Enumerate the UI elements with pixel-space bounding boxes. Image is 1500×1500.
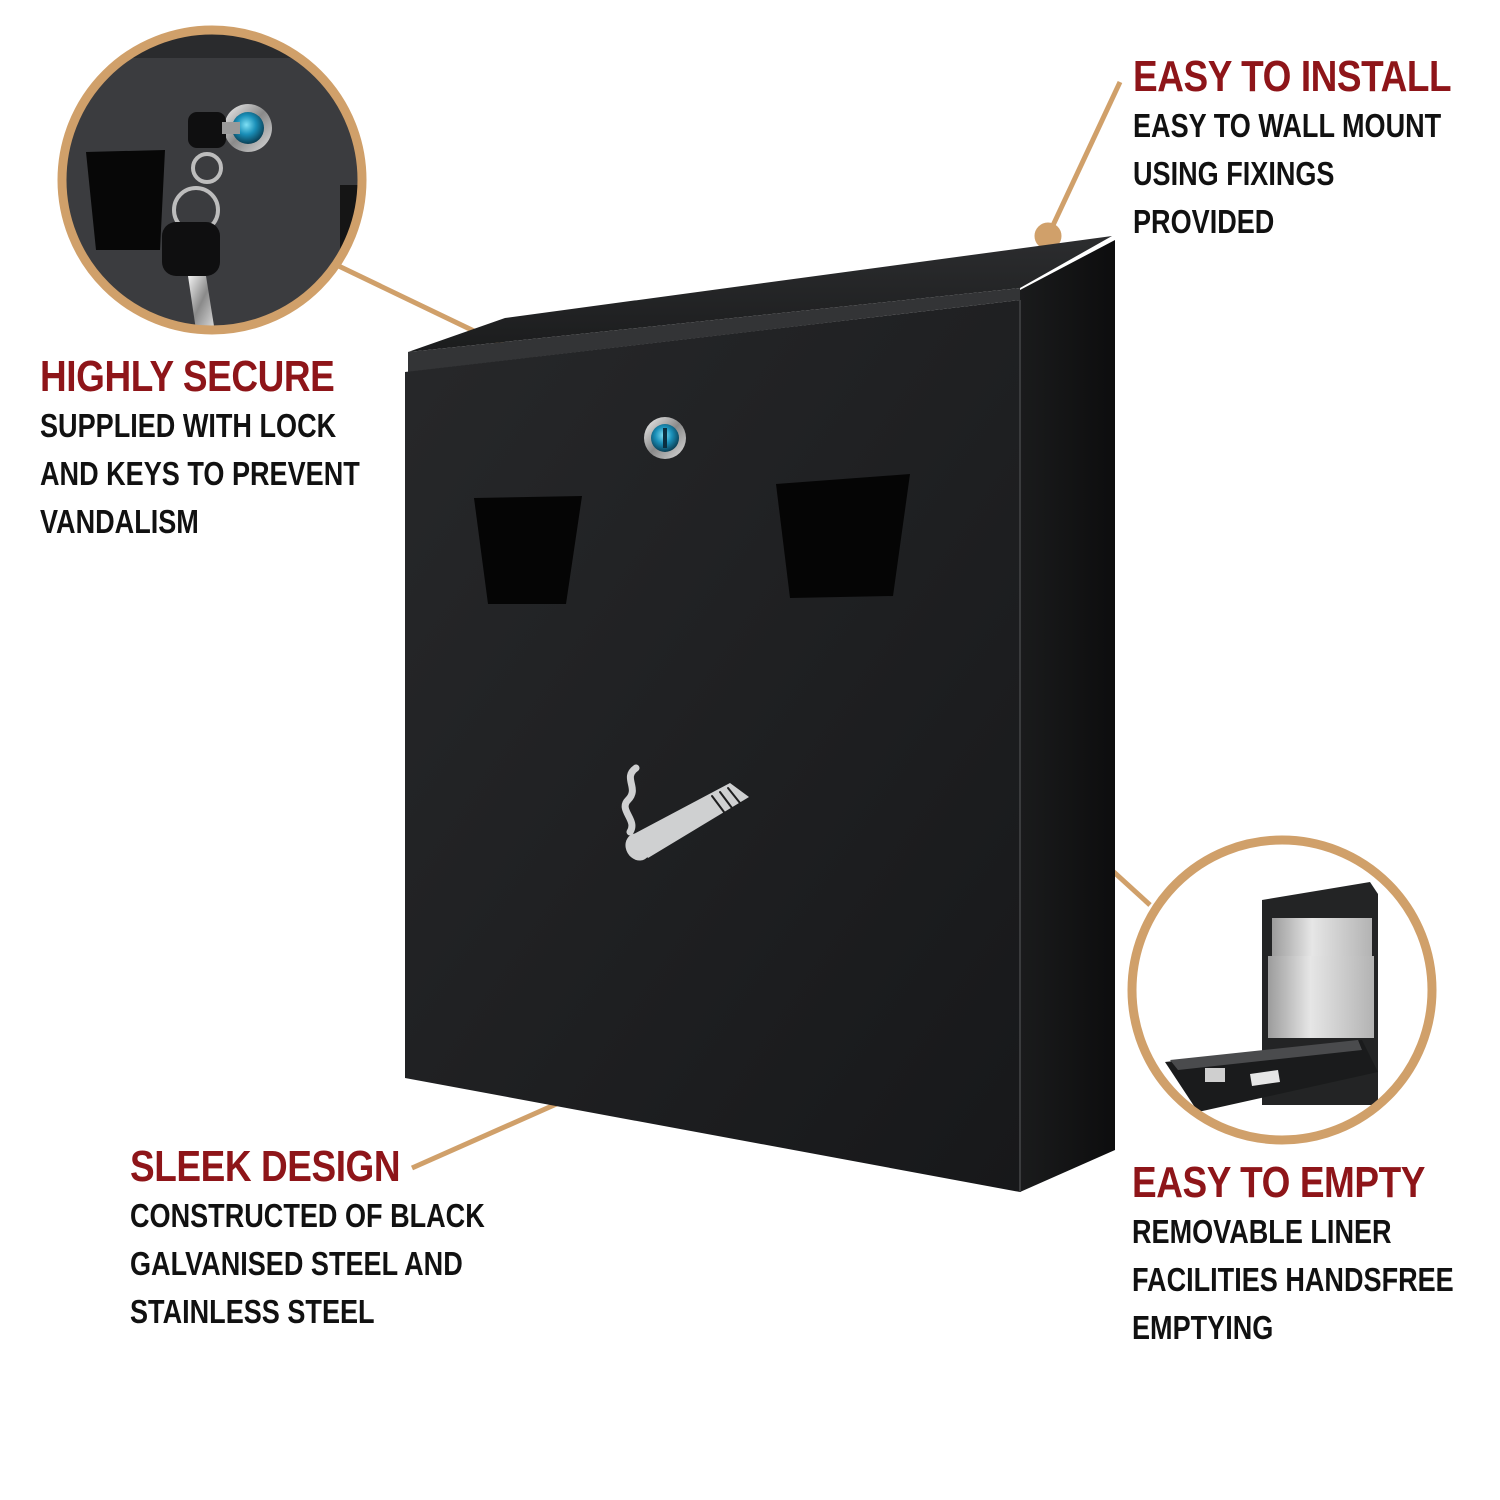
lock-icon: [224, 104, 272, 152]
open-bin-tray: [1272, 918, 1372, 956]
open-bin-liner: [1268, 956, 1374, 1038]
key-icon: [162, 112, 240, 328]
feature-title: HIGHLY SECURE: [40, 352, 335, 401]
bin-lid-front-edge: [408, 288, 1020, 372]
cigarette-slot-right: [776, 474, 910, 598]
feature-sleek-design: SLEEK DESIGN CONSTRUCTED OF BLACK GALVAN…: [130, 1142, 563, 1336]
feature-line: CONSTRUCTED OF BLACK: [130, 1197, 485, 1235]
lock-icon: [1205, 1068, 1225, 1082]
bin-front-panel: [405, 300, 1020, 1192]
inset-slot: [86, 150, 165, 250]
callout-line-install: [1045, 80, 1123, 238]
feature-line: EASY TO WALL MOUNT: [1133, 107, 1442, 145]
feature-title: EASY TO EMPTY: [1132, 1158, 1426, 1207]
cigarette-smoking-icon: [621, 764, 749, 861]
inset-lock-closeup: [57, 25, 367, 335]
feature-line: USING FIXINGS: [1133, 155, 1335, 193]
feature-title: SLEEK DESIGN: [130, 1142, 401, 1191]
feature-description: REMOVABLE LINER FACILITIES HANDSFREE EMP…: [1132, 1208, 1454, 1352]
ashtray-bin-product: [405, 236, 1115, 1192]
feature-line: SUPPLIED WITH LOCK: [40, 407, 337, 445]
feature-description: EASY TO WALL MOUNT USING FIXINGS PROVIDE…: [1133, 102, 1444, 246]
bin-side-panel: [1020, 240, 1115, 1192]
feature-line: STAINLESS STEEL: [130, 1293, 375, 1331]
inset-ring-right: [1127, 835, 1437, 1145]
feature-description: SUPPLIED WITH LOCK AND KEYS TO PREVENT V…: [40, 402, 360, 546]
feature-easy-empty: EASY TO EMPTY REMOVABLE LINER FACILITIES…: [1132, 1158, 1500, 1352]
feature-line: EMPTYING: [1132, 1309, 1274, 1347]
feature-line: VANDALISM: [40, 503, 199, 541]
feature-line: REMOVABLE LINER: [1132, 1213, 1392, 1251]
bin-lid-top: [408, 236, 1112, 352]
feature-easy-install: EASY TO INSTALL EASY TO WALL MOUNT USING…: [1133, 52, 1500, 246]
feature-line: AND KEYS TO PREVENT: [40, 455, 360, 493]
feature-line: PROVIDED: [1133, 203, 1275, 241]
feature-line: FACILITIES HANDSFREE: [1132, 1261, 1454, 1299]
inset-open-bin: [1127, 835, 1437, 1145]
inset-ring-left: [57, 25, 367, 335]
lock-icon: [644, 417, 686, 459]
feature-title: EASY TO INSTALL: [1133, 52, 1452, 101]
cigarette-slot-left: [474, 496, 582, 604]
feature-line: GALVANISED STEEL AND: [130, 1245, 463, 1283]
feature-description: CONSTRUCTED OF BLACK GALVANISED STEEL AN…: [130, 1192, 485, 1336]
feature-highly-secure: HIGHLY SECURE SUPPLIED WITH LOCK AND KEY…: [40, 352, 430, 546]
